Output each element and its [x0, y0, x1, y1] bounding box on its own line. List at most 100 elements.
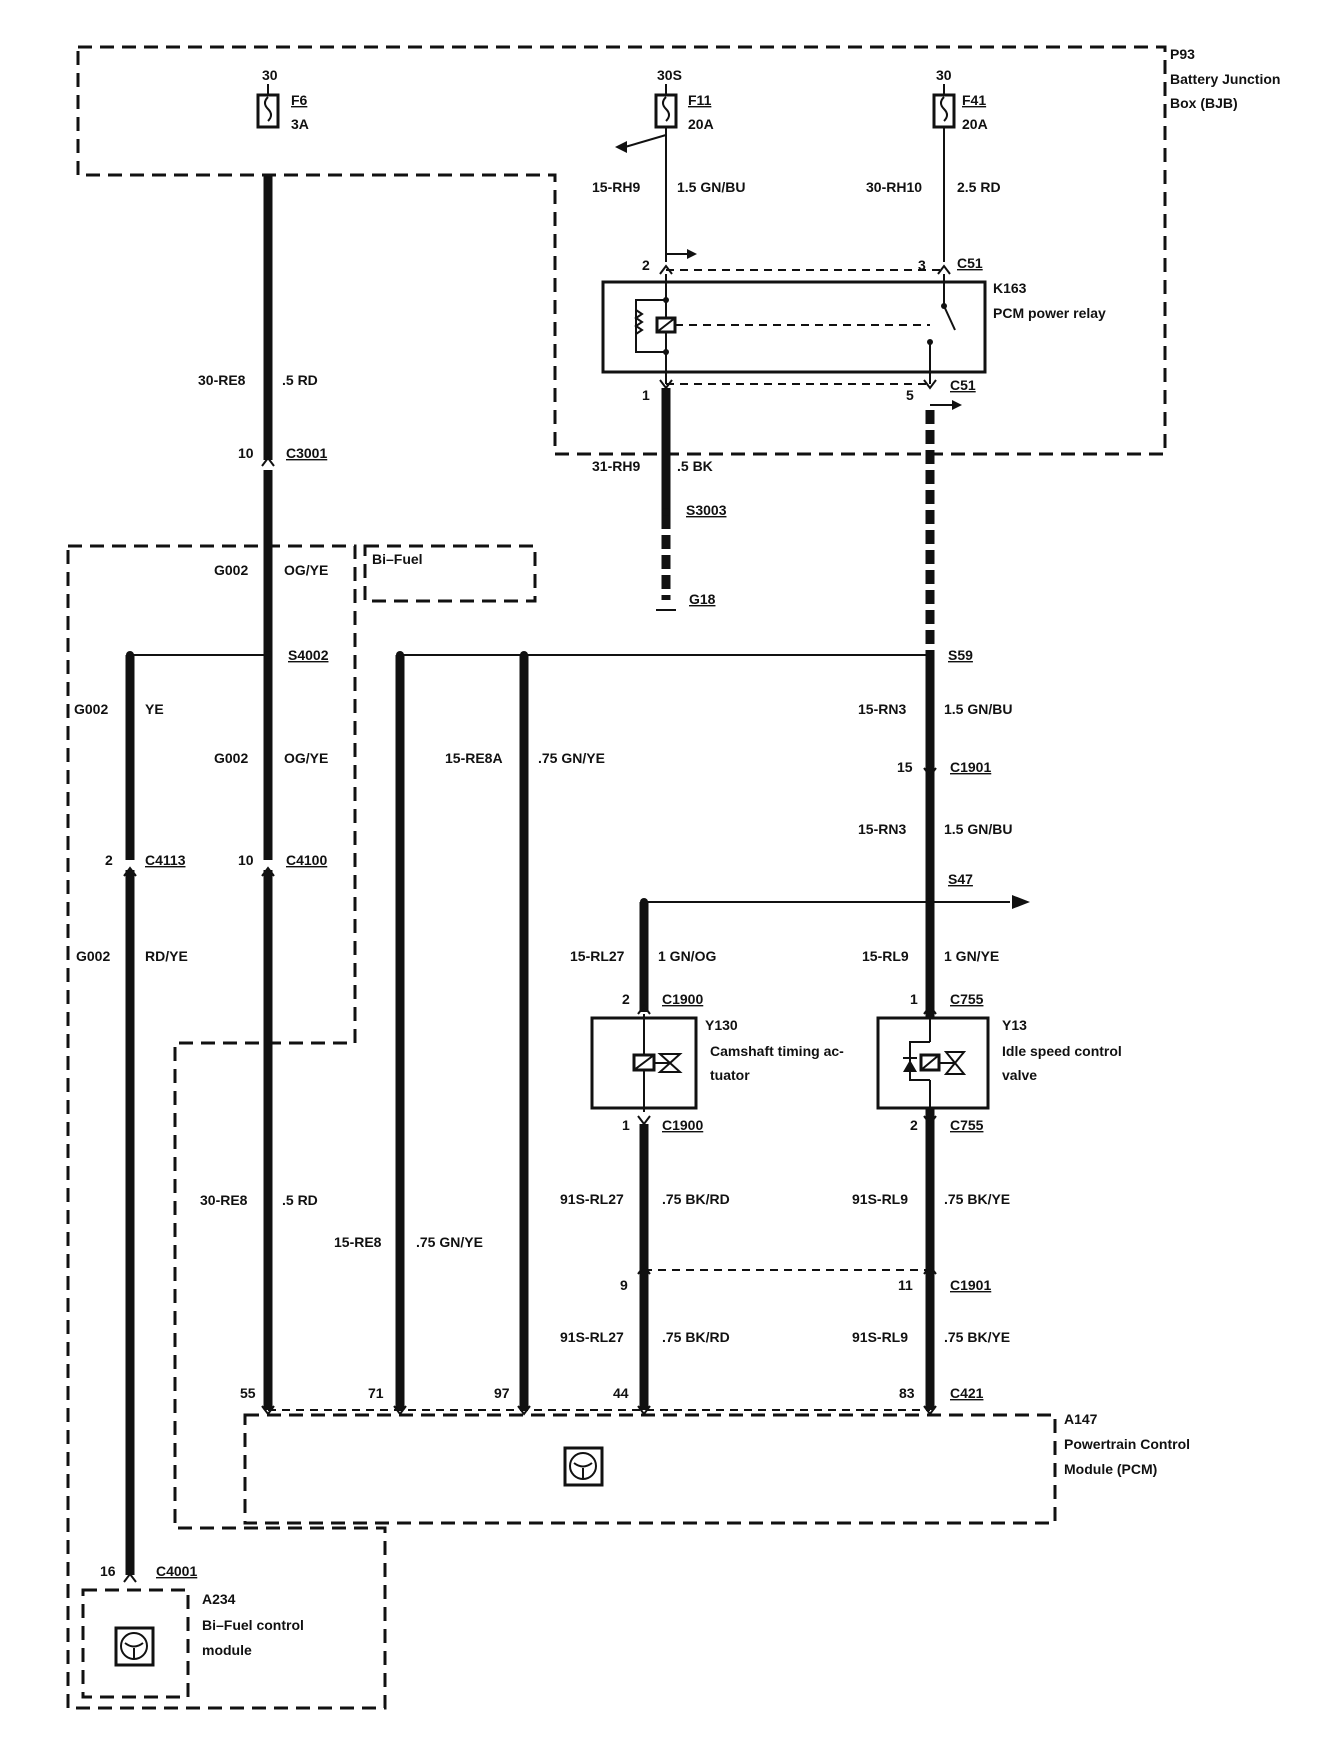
c755-bot-pin: 2 [910, 1117, 918, 1133]
wire-rn3-bot-spec: 1.5 GN/BU [944, 821, 1012, 837]
pcm-name-line2: Module (PCM) [1064, 1461, 1157, 1477]
pcm-name-line1: Powertrain Control [1064, 1436, 1190, 1452]
connector-c1900-top: C1900 [662, 991, 703, 1007]
c4001-pin: 16 [100, 1563, 116, 1579]
arrow-right-icon [1012, 895, 1030, 909]
connector-c4113: C4113 [145, 852, 186, 868]
pcm-id: A147 [1064, 1411, 1098, 1427]
wire-f11-spec: 1.5 GN/BU [677, 179, 745, 195]
wire-rl9b-spec: .75 BK/YE [944, 1191, 1010, 1207]
wire-f41-circuit: 30-RH10 [866, 179, 922, 195]
connector-c1900-bottom: C1900 [662, 1117, 703, 1133]
wire-bf-mid-code: G002 [214, 750, 248, 766]
splice-s47: S47 [948, 871, 973, 887]
relay-pin-3: 3 [918, 257, 926, 273]
wire-f6-spec: .5 RD [282, 372, 318, 388]
fuse-f41-rating: 20A [962, 116, 988, 132]
wire-bf-left-code: G002 [74, 701, 108, 717]
bjb-boundary [76, 45, 1167, 456]
wire-rn3-top-circuit: 15-RN3 [858, 701, 906, 717]
fuse-f41-term: 30 [936, 67, 952, 83]
component-y130-id: Y130 [705, 1017, 738, 1033]
wire-re8a-spec: .75 GN/YE [538, 750, 605, 766]
splice-s59: S59 [948, 647, 973, 663]
wire-rl9-spec: 1 GN/YE [944, 948, 999, 964]
wire-rl27-spec: 1 GN/OG [658, 948, 716, 964]
component-y13-line1: Idle speed control [1002, 1043, 1122, 1059]
bjb-name-line1: Battery Junction [1170, 71, 1280, 87]
bjb-id: P93 [1170, 46, 1195, 62]
arrow-right-icon [952, 400, 962, 410]
bifuel-tag-box [363, 544, 537, 603]
bifuel-tag: Bi–Fuel [372, 551, 423, 567]
fuse-f11-name: F11 [688, 92, 712, 108]
steering-wheel-icon [114, 1626, 155, 1667]
bifuel-module-boundary [81, 1588, 190, 1699]
steering-wheel-icon [563, 1446, 604, 1487]
c1901-top-pin: 15 [897, 759, 913, 775]
connector-c755-bottom: C755 [950, 1117, 984, 1133]
wire-gnd-spec: .5 BK [677, 458, 713, 474]
connector-c1901-top: C1901 [950, 759, 991, 775]
arrow-left-icon [615, 141, 627, 153]
splice-s3003: S3003 [686, 502, 727, 518]
bifuel-module-line2: module [202, 1642, 252, 1658]
wire-f6-circuit: 30-RE8 [198, 372, 246, 388]
wire-bf-top-code: G002 [214, 562, 248, 578]
arrow-right-icon [687, 249, 697, 259]
c1901-bot-pin9: 9 [620, 1277, 628, 1293]
connector-c421: C421 [950, 1385, 984, 1401]
component-y130-line2: tuator [710, 1067, 750, 1083]
c421-pin-71: 71 [368, 1385, 384, 1401]
wire-rn3-top-spec: 1.5 GN/BU [944, 701, 1012, 717]
fuse-f6-rating: 3A [291, 116, 309, 132]
fuse-f11-rating: 20A [688, 116, 714, 132]
component-y13-line2: valve [1002, 1067, 1037, 1083]
connector-c1901-bottom: C1901 [950, 1277, 991, 1293]
c755-top-pin: 1 [910, 991, 918, 1007]
wire-rl27c-spec: .75 BK/RD [662, 1329, 730, 1345]
c4113-pin: 2 [105, 852, 113, 868]
c421-pin-97: 97 [494, 1385, 510, 1401]
pcm-boundary [243, 1413, 1057, 1525]
connector-c3001: C3001 [286, 445, 327, 461]
wire-bf-left-color: YE [145, 701, 164, 717]
relay-pin-2: 2 [642, 257, 650, 273]
bifuel-region-boundary [66, 544, 387, 1710]
wire-re8-circuit: 15-RE8 [334, 1234, 382, 1250]
relay-pin-5: 5 [906, 387, 914, 403]
wire-rl27b-circuit: 91S-RL27 [560, 1191, 624, 1207]
bifuel-module-id: A234 [202, 1591, 236, 1607]
wire-rl9-circuit: 15-RL9 [862, 948, 909, 964]
wire-f41-spec: 2.5 RD [957, 179, 1001, 195]
relay-connector-top: C51 [957, 255, 983, 271]
component-y130-line1: Camshaft timing ac- [710, 1043, 844, 1059]
wire-rn3-bot-circuit: 15-RN3 [858, 821, 906, 837]
fuse-f41: 30 F41 20A [932, 67, 988, 132]
wire-f11-circuit: 15-RH9 [592, 179, 640, 195]
wire-re8-spec: .75 GN/YE [416, 1234, 483, 1250]
wire-rl27c-circuit: 91S-RL27 [560, 1329, 624, 1345]
wire-bf-bottom-color: RD/YE [145, 948, 188, 964]
c421-pin-44: 44 [613, 1385, 629, 1401]
c1900-top-pin: 2 [622, 991, 630, 1007]
relay-pin-1: 1 [642, 387, 650, 403]
fuse-f11: 30S F11 20A [615, 67, 714, 153]
relay-connector-bottom: C51 [950, 377, 976, 393]
fuse-f11-term: 30S [657, 67, 682, 83]
c3001-pin: 10 [238, 445, 254, 461]
wire-re8a-circuit: 15-RE8A [445, 750, 503, 766]
wire-gnd-circuit: 31-RH9 [592, 458, 640, 474]
wire-bf-mid-color: OG/YE [284, 750, 328, 766]
wire-bf-top-color: OG/YE [284, 562, 328, 578]
relay-id: K163 [993, 280, 1027, 296]
connector-c4001: C4001 [156, 1563, 197, 1579]
ground-g18: G18 [689, 591, 716, 607]
splice-s4002: S4002 [288, 647, 329, 663]
wire-rl27-circuit: 15-RL27 [570, 948, 625, 964]
c4100-pin: 10 [238, 852, 254, 868]
wire-rl27b-spec: .75 BK/RD [662, 1191, 730, 1207]
c1900-bot-pin: 1 [622, 1117, 630, 1133]
c421-pin-55: 55 [240, 1385, 256, 1401]
wire-re8-lower-spec: .5 RD [282, 1192, 318, 1208]
